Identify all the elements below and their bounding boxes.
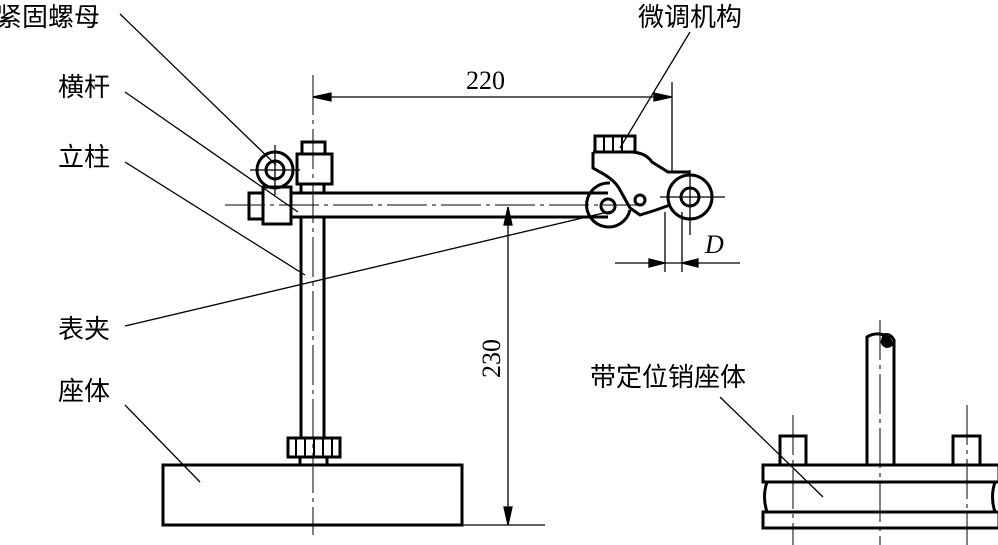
pin-base bbox=[761, 332, 998, 530]
leader-lines bbox=[119, 13, 824, 498]
stand bbox=[161, 134, 714, 527]
label-lock-nut: 紧固螺母 bbox=[0, 3, 100, 33]
label-pin-base: 带定位销座体 bbox=[590, 363, 746, 393]
label-crossbar: 横杆 bbox=[58, 73, 110, 103]
base-block bbox=[161, 463, 464, 527]
label-base: 座体 bbox=[58, 377, 110, 407]
label-gauge-clamp: 表夹 bbox=[58, 315, 110, 345]
dimension-d: D bbox=[704, 230, 724, 259]
label-fine-adjust: 微调机构 bbox=[638, 3, 742, 33]
label-column: 立柱 bbox=[58, 143, 110, 173]
dimension-220: 220 bbox=[466, 66, 505, 95]
dimension-230: 230 bbox=[477, 339, 506, 378]
dimension-lines bbox=[312, 82, 740, 526]
